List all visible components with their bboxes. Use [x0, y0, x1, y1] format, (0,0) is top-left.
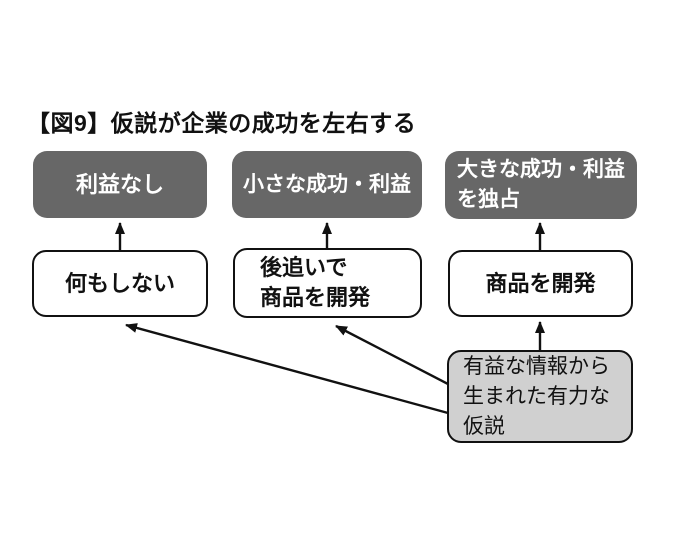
figure-title: 【図9】仮説が企業の成功を左右する	[27, 110, 417, 136]
arrow-hypothesis-to-nothing	[125, 323, 449, 415]
node-outcome-big-success: 大きな成功・利益 を独占	[445, 151, 637, 219]
node-hypothesis-label: 有益な情報から 生まれた有力な 仮説	[463, 354, 610, 438]
node-action-follow-develop: 後追いで 商品を開発	[233, 248, 422, 318]
node-action-follow-develop-label: 後追いで 商品を開発	[260, 255, 371, 310]
node-outcome-small-success: 小さな成功・利益	[232, 151, 422, 218]
node-outcome-small-success-label: 小さな成功・利益	[243, 172, 411, 196]
arrow-hypothesis-to-follow	[335, 324, 449, 386]
node-action-develop-product: 商品を開発	[448, 250, 633, 317]
node-outcome-no-profit: 利益なし	[33, 151, 207, 218]
node-action-do-nothing: 何もしない	[32, 250, 208, 317]
node-action-develop-product-label: 商品を開発	[485, 270, 596, 296]
node-hypothesis: 有益な情報から 生まれた有力な 仮説	[447, 350, 633, 443]
node-action-do-nothing-label: 何もしない	[64, 270, 175, 296]
node-outcome-big-success-label: 大きな成功・利益 を独占	[457, 158, 625, 211]
node-outcome-no-profit-label: 利益なし	[75, 171, 164, 197]
